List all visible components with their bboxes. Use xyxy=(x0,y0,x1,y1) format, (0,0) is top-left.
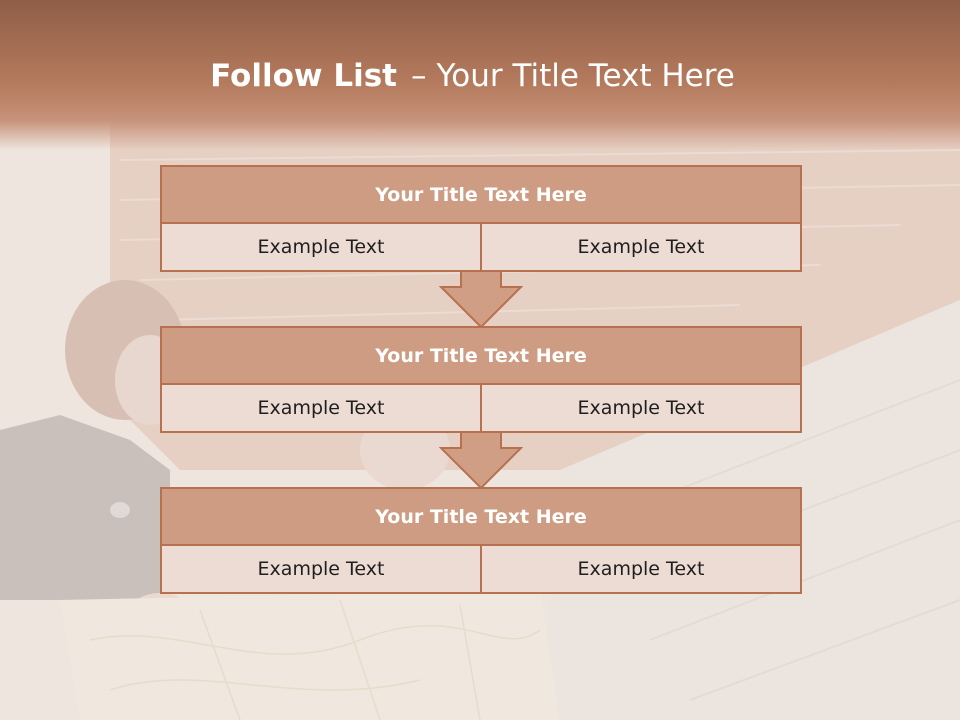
follow-step-2: Your Title Text Here Example Text Exampl… xyxy=(160,326,802,433)
step-cell-right[interactable]: Example Text xyxy=(480,222,802,272)
slide-title-rest: Your Title Text Here xyxy=(436,58,735,94)
down-arrow-icon xyxy=(439,271,523,329)
step-title[interactable]: Your Title Text Here xyxy=(160,326,802,385)
step-title[interactable]: Your Title Text Here xyxy=(160,487,802,546)
step-title[interactable]: Your Title Text Here xyxy=(160,165,802,224)
follow-step-3: Your Title Text Here Example Text Exampl… xyxy=(160,487,802,594)
step-cell-right[interactable]: Example Text xyxy=(480,544,802,594)
step-cell-right[interactable]: Example Text xyxy=(480,383,802,433)
step-cell-left[interactable]: Example Text xyxy=(160,222,482,272)
follow-step-1: Your Title Text Here Example Text Exampl… xyxy=(160,165,802,272)
slide-title-bold: Follow List xyxy=(210,58,397,94)
title-band xyxy=(0,0,960,150)
step-cell-left[interactable]: Example Text xyxy=(160,544,482,594)
slide-title: Follow List–Your Title Text Here xyxy=(0,54,945,98)
slide-title-separator: – xyxy=(410,58,427,94)
down-arrow-icon xyxy=(439,432,523,490)
step-cell-left[interactable]: Example Text xyxy=(160,383,482,433)
